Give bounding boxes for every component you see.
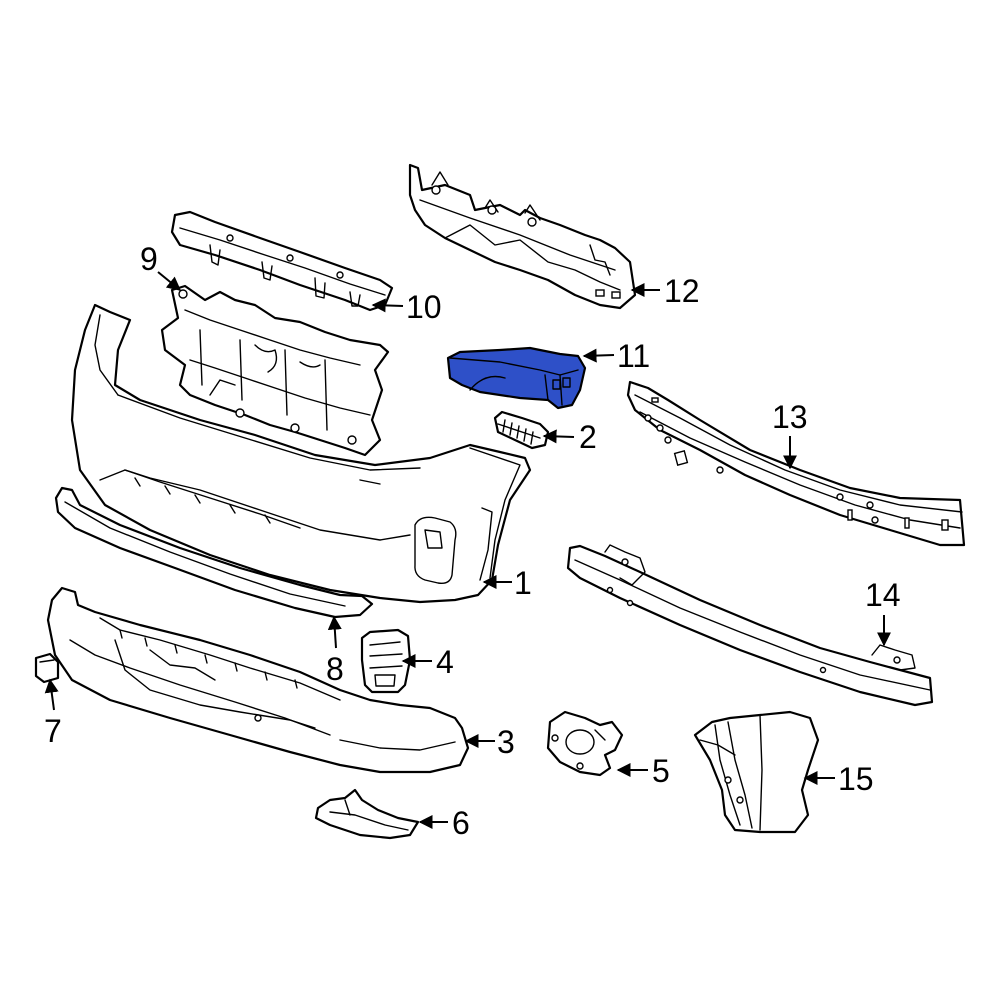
callout-7: 7 xyxy=(44,713,62,749)
part-14-impact-bar xyxy=(566,544,934,707)
part-2-clip xyxy=(493,410,550,450)
callout-4: 4 xyxy=(436,644,454,680)
callout-15: 15 xyxy=(838,761,874,797)
callout-3: 3 xyxy=(497,724,515,760)
leader-9 xyxy=(157,271,182,291)
part-13-reinforcement-beam xyxy=(626,380,966,547)
callout-1: 1 xyxy=(514,565,532,601)
part-15-air-duct xyxy=(693,710,820,834)
leader-7 xyxy=(44,678,59,711)
part-1-bumper-cover xyxy=(70,303,532,604)
callout-13: 13 xyxy=(772,399,808,435)
callout-8: 8 xyxy=(326,651,344,687)
part-8-lower-strip xyxy=(54,486,374,619)
callout-12: 12 xyxy=(664,273,700,309)
part-4-vent xyxy=(360,628,412,694)
leader-11 xyxy=(582,348,615,363)
part-12-upper-bracket xyxy=(408,163,637,310)
callout-11: 11 xyxy=(617,338,650,374)
leader-lines xyxy=(44,271,891,829)
part-5-lamp-bracket xyxy=(546,710,624,777)
part-9-center-support xyxy=(160,284,390,457)
callout-9: 9 xyxy=(140,241,158,277)
part-7-cap xyxy=(34,652,60,684)
callout-14: 14 xyxy=(865,577,901,613)
callout-10: 10 xyxy=(406,289,442,325)
leader-8 xyxy=(327,615,342,649)
leader-10 xyxy=(371,298,404,313)
callout-5: 5 xyxy=(652,753,670,789)
part-6-trim xyxy=(314,788,420,840)
part-3-lower-valance xyxy=(46,586,470,774)
callout-2: 2 xyxy=(579,419,597,455)
part-11-bracket-highlighted xyxy=(446,346,587,410)
part-10-upper-bar xyxy=(170,210,394,312)
leader-2 xyxy=(542,429,575,444)
callout-labels: 1 2 3 4 5 6 7 8 9 10 11 12 13 14 15 xyxy=(44,241,901,841)
callout-6: 6 xyxy=(452,805,470,841)
